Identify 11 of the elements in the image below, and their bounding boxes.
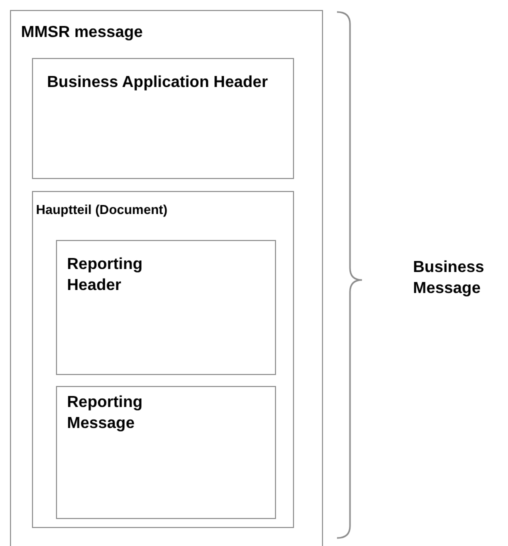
header-box — [32, 58, 294, 179]
message-box — [56, 386, 276, 519]
box-title: Business Application Header — [47, 73, 268, 93]
document-box — [32, 191, 294, 528]
message-frame — [10, 10, 323, 546]
box-title: MMSR message — [21, 23, 143, 43]
brace-label: Business Message — [413, 258, 486, 299]
box-title: Reporting Header — [67, 255, 144, 296]
header-box — [56, 240, 276, 375]
box-title: Hauptteil (Document) — [36, 202, 168, 219]
box-title: Reporting Message — [67, 393, 144, 434]
